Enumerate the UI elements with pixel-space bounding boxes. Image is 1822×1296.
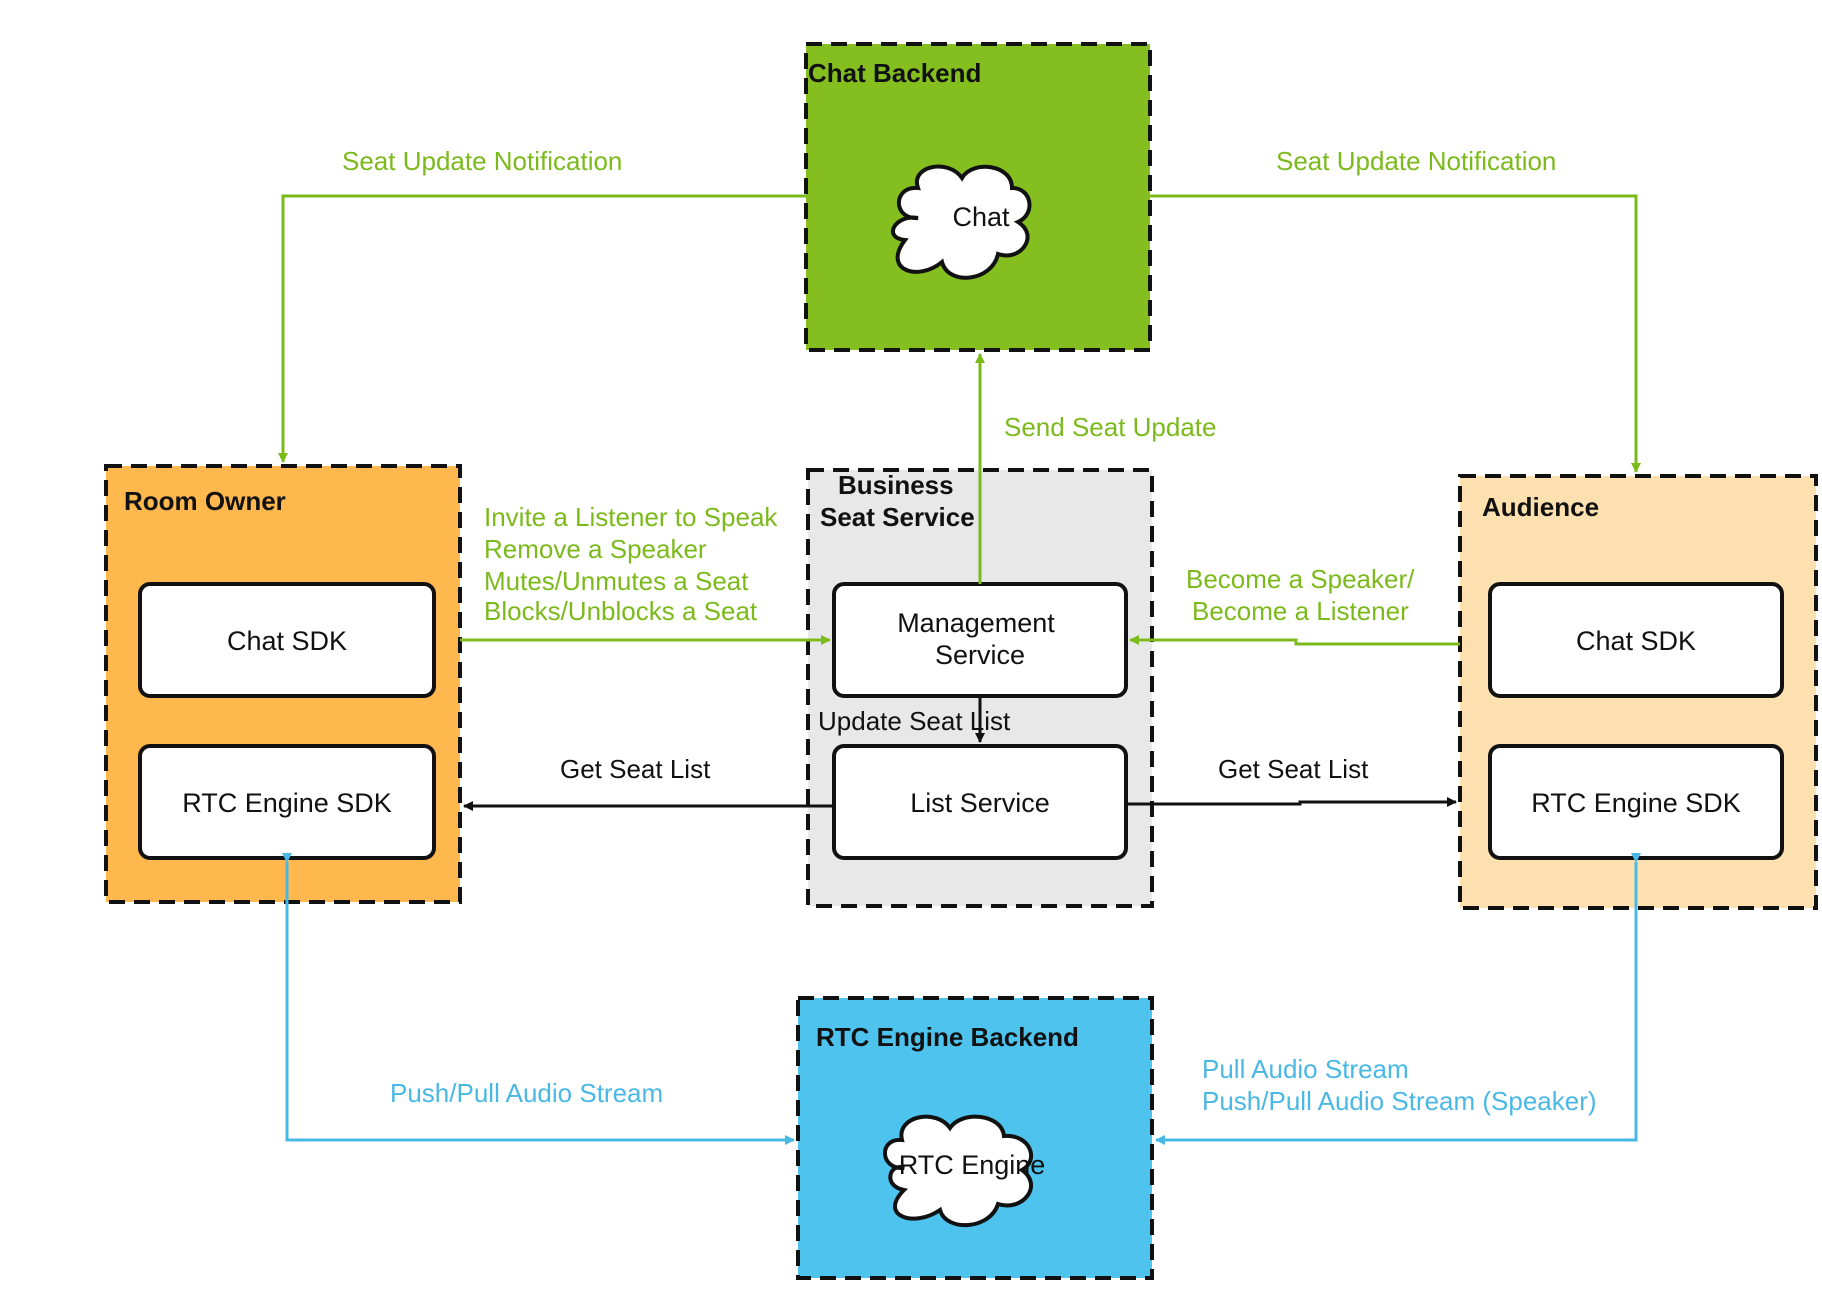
- get-seat-list-left-label: Get Seat List: [560, 754, 711, 784]
- owner-action-invite: Invite a Listener to Speak: [484, 502, 778, 532]
- business-title-line1: Business: [838, 470, 954, 500]
- management-service-label-line2: Service: [935, 640, 1025, 670]
- owner-action-remove: Remove a Speaker: [484, 534, 707, 564]
- room-owner-title: Room Owner: [124, 486, 286, 516]
- audience-rtc-sdk-label: RTC Engine SDK: [1531, 788, 1741, 818]
- audience-chat-sdk: [1488, 582, 1784, 698]
- chat-cloud-icon: [891, 164, 1032, 280]
- chat-backend-region: Chat Backend Chat: [804, 42, 1152, 352]
- room-owner-region: Room Owner Chat SDK RTC Engine SDK: [104, 464, 462, 904]
- send-seat-update-label: Send Seat Update: [1004, 412, 1217, 442]
- audience-region: Audience Chat SDK RTC Engine SDK: [1458, 474, 1818, 910]
- seat-notify-right-label: Seat Update Notification: [1276, 146, 1556, 176]
- seat-notify-right-arrow: [1150, 194, 1641, 473]
- audience-title: Audience: [1482, 492, 1599, 522]
- audience-audio-label-line1: Pull Audio Stream: [1202, 1054, 1409, 1084]
- get-seat-list-right-arrow: [1126, 797, 1457, 807]
- seat-notify-left-arrow: [278, 194, 806, 463]
- owner-action-mute: Mutes/Unmutes a Seat: [484, 566, 749, 596]
- audience-audio-label-line2: Push/Pull Audio Stream (Speaker): [1202, 1086, 1597, 1116]
- update-seat-list-label: Update Seat List: [818, 706, 1011, 736]
- business-title-line2: Seat Service: [820, 502, 975, 532]
- room-owner-chat-sdk: [138, 582, 436, 698]
- management-service-label-line1: Management: [897, 608, 1055, 638]
- audience-action-listener: Become a Listener: [1192, 596, 1409, 626]
- owner-action-block: Blocks/Unblocks a Seat: [484, 596, 758, 626]
- chat-backend-title: Chat Backend: [808, 58, 981, 88]
- seat-notify-left-label: Seat Update Notification: [342, 146, 622, 176]
- get-seat-list-right-label: Get Seat List: [1218, 754, 1369, 784]
- rtc-engine-cloud-label: RTC Engine: [899, 1150, 1046, 1180]
- list-service-box: [832, 744, 1128, 860]
- list-service-label: List Service: [910, 788, 1050, 818]
- room-owner-rtc-sdk-label: RTC Engine SDK: [182, 788, 392, 818]
- audience-chat-sdk-label: Chat SDK: [1576, 626, 1696, 656]
- audience-audio-arrow: [1155, 853, 1641, 1145]
- chat-cloud-label: Chat: [952, 202, 1010, 232]
- owner-audio-arrow: [282, 853, 795, 1145]
- room-owner-chat-sdk-label: Chat SDK: [227, 626, 347, 656]
- owner-audio-label: Push/Pull Audio Stream: [390, 1078, 663, 1108]
- audience-action-speaker: Become a Speaker/: [1186, 564, 1415, 594]
- audience-actions-arrow: [1129, 635, 1460, 646]
- rtc-engine-backend-region: RTC Engine Backend RTC Engine: [796, 996, 1154, 1280]
- rtc-engine-backend-title: RTC Engine Backend: [816, 1022, 1079, 1052]
- rtc-engine-cloud-icon: [883, 1114, 1034, 1227]
